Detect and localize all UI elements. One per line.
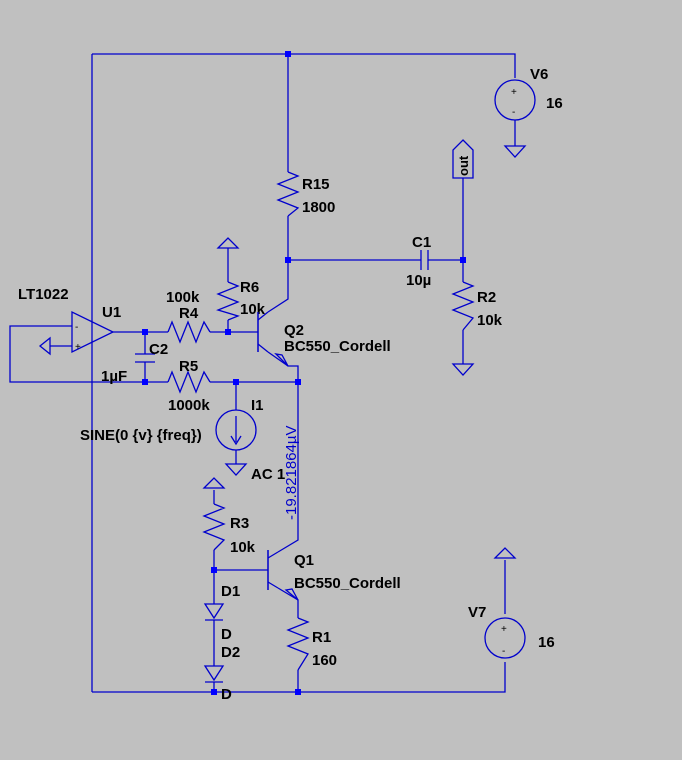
r5-value: 1000k <box>168 397 210 414</box>
r2-value: 10k <box>477 312 503 329</box>
capacitor-c2[interactable] <box>135 353 155 363</box>
junction-dot <box>211 567 217 573</box>
ground-icon <box>38 336 51 356</box>
resistor-r5[interactable] <box>167 370 211 394</box>
resistor-r6[interactable] <box>216 281 240 321</box>
vcc-arrow-icon <box>493 547 517 559</box>
junction-dot <box>225 329 231 335</box>
i1-ref: I1 <box>251 397 264 414</box>
voltage-probe-reading: -19.821864µV <box>283 425 300 520</box>
d2-value: D <box>221 686 232 703</box>
junction-dot <box>233 379 239 385</box>
v6-value: 16 <box>546 95 563 112</box>
resistor-r15[interactable] <box>276 171 300 217</box>
q2-model: BC550_Cordell <box>284 338 391 355</box>
opamp-u1[interactable]: - + <box>71 310 115 354</box>
resistor-r4[interactable] <box>167 320 211 344</box>
r1-ref: R1 <box>312 629 331 646</box>
d1-value: D <box>221 626 232 643</box>
junction-dot <box>142 329 148 335</box>
r6-value: 10k <box>240 301 266 318</box>
opamp-minus-sign: - <box>75 322 78 333</box>
v7-plus-sign: + <box>501 624 507 635</box>
vcc-arrow-icon <box>202 477 226 489</box>
capacitor-c1[interactable] <box>420 250 429 270</box>
r2-ref: R2 <box>477 289 496 306</box>
transistor-q1[interactable] <box>267 550 299 601</box>
voltage-source-v6[interactable]: + - <box>494 79 536 121</box>
transistor-q2[interactable] <box>257 311 289 367</box>
r15-ref: R15 <box>302 176 330 193</box>
c1-ref: C1 <box>412 234 431 251</box>
c2-ref: C2 <box>149 341 168 358</box>
r4-value: 100k <box>166 289 200 306</box>
junction-dot <box>295 379 301 385</box>
junction-dot <box>285 257 291 263</box>
opamp-plus-sign: + <box>75 342 81 353</box>
d1-ref: D1 <box>221 583 240 600</box>
junctions <box>142 51 466 695</box>
ground-icon <box>224 463 248 476</box>
junction-dot <box>142 379 148 385</box>
wires <box>9 53 516 693</box>
junction-dot <box>211 689 217 695</box>
diode-d1[interactable] <box>203 603 225 621</box>
voltage-source-v7[interactable]: + - <box>484 617 526 659</box>
opamp-u1-part: LT1022 <box>18 286 69 303</box>
i1-value: SINE(0 {v} {freq}) <box>80 427 202 444</box>
v6-ref: V6 <box>530 66 548 83</box>
c1-value: 10µ <box>406 272 431 289</box>
resistor-r3[interactable] <box>202 503 226 551</box>
q1-ref: Q1 <box>294 552 314 569</box>
d2-ref: D2 <box>221 644 240 661</box>
net-label-out[interactable]: out <box>452 139 474 179</box>
r3-ref: R3 <box>230 515 249 532</box>
c2-value: 1µF <box>101 368 127 385</box>
resistor-r2[interactable] <box>451 281 475 331</box>
net-label-out-text: out <box>456 155 471 176</box>
v6-plus-sign: + <box>511 87 517 98</box>
r5-ref: R5 <box>179 358 198 375</box>
q2-ref: Q2 <box>284 322 304 339</box>
resistor-r1[interactable] <box>286 617 310 671</box>
v7-ref: V7 <box>468 604 486 621</box>
v6-minus-sign: - <box>512 107 515 118</box>
v7-value: 16 <box>538 634 555 651</box>
vcc-arrow-icon <box>216 237 240 249</box>
diode-d2[interactable] <box>203 665 225 683</box>
junction-dot <box>460 257 466 263</box>
r1-value: 160 <box>312 652 337 669</box>
i1-ac: AC 1 <box>251 466 285 483</box>
junction-dot <box>295 689 301 695</box>
r6-ref: R6 <box>240 279 259 296</box>
junction-dot <box>285 51 291 57</box>
current-source-i1[interactable] <box>215 409 257 451</box>
q1-model: BC550_Cordell <box>294 575 401 592</box>
opamp-u1-ref: U1 <box>102 304 121 321</box>
ground-icon <box>451 363 475 376</box>
v7-minus-sign: - <box>502 646 505 657</box>
r4-ref: R4 <box>179 305 199 322</box>
ground-icon <box>503 145 527 158</box>
r15-value: 1800 <box>302 199 335 216</box>
r3-value: 10k <box>230 539 256 556</box>
